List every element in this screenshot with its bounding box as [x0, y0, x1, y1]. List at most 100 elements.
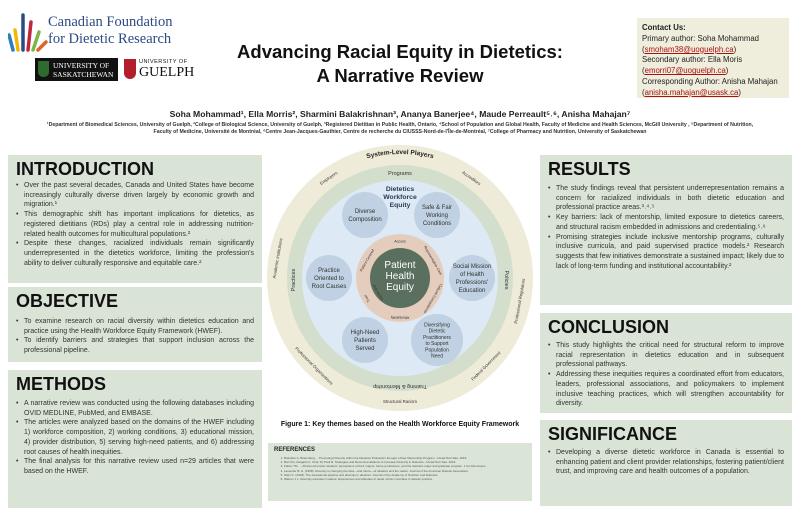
- methods-heading: METHODS: [16, 374, 106, 394]
- theme-circle: [342, 317, 388, 363]
- significance-panel: SIGNIFICANCE Developing a diverse dietet…: [540, 420, 792, 506]
- inner-ring-label: Access: [394, 240, 406, 244]
- cfdr-line1: Canadian Foundation: [48, 14, 173, 30]
- bullet-item: This study highlights the critical need …: [548, 341, 784, 370]
- center-label: Health: [386, 271, 415, 282]
- bullet-item: Promising strategies include inclusive m…: [548, 233, 784, 272]
- green-ring-label: Practices: [291, 268, 297, 291]
- bullet-item: Key barriers: lack of mentorship, limite…: [548, 213, 784, 232]
- theme-label: Safe & Fair: [422, 205, 452, 211]
- reference-item: Burt KG, Delgado K, Chen M, Paul R. Stra…: [284, 460, 526, 464]
- introduction-heading: INTRODUCTION: [16, 159, 154, 179]
- bullet-list: The study findings reveal that persisten…: [548, 184, 784, 271]
- theme-circle: [414, 192, 460, 238]
- bullet-item: The study findings reveal that persisten…: [548, 184, 784, 213]
- objective-panel: OBJECTIVE To examine research on racial …: [8, 287, 262, 362]
- theme-label: Diversifying: [424, 323, 450, 329]
- guelph-logo: UNIVERSITY OF GUELPH: [124, 58, 204, 82]
- workforce-equity-title: Dietetics: [386, 186, 415, 193]
- reference-item: Brandlen A, Bolemberg ... Promoting Dive…: [284, 456, 526, 460]
- theme-label: Social Mission: [453, 264, 491, 270]
- bullet-item: The articles were analyzed based on the …: [16, 418, 254, 457]
- primary-email-link[interactable]: smoham38@uoguelph.ca: [644, 44, 734, 54]
- system-player-label: Structural Racism: [383, 399, 417, 404]
- primary-author: Primary author: Soha Mohammad: [642, 33, 760, 43]
- bullet-list: To examine research on racial diversity …: [16, 317, 254, 356]
- corresponding-email-link[interactable]: anisha.mahajan@usask.ca: [644, 87, 739, 97]
- theme-label: to Support: [425, 341, 449, 347]
- authors: Soha Mohammad¹, Ella Morris², Sharmini B…: [169, 109, 631, 119]
- bullet-item: Despite these changes, racialized indivi…: [16, 239, 254, 268]
- system-player-label: Academic Institutions: [271, 238, 283, 279]
- references-panel: REFERENCES Brandlen A, Bolemberg ... Pro…: [268, 443, 532, 501]
- cfdr-line2: for Dietetic Research: [48, 31, 172, 47]
- theme-label: Education: [459, 288, 486, 294]
- theme-label: Professions': [456, 280, 489, 286]
- theme-label: Dietetic: [429, 329, 446, 335]
- bullet-item: To identify barriers and strategies that…: [16, 336, 254, 355]
- bullet-list: Developing a diverse dietetic workforce …: [548, 448, 784, 477]
- reference-item: Lavender B. H. (1998). Diversity is chan…: [284, 469, 526, 473]
- workforce-equity-title: Workforce: [383, 194, 417, 201]
- green-ring-label: Training & Mentorship: [373, 383, 427, 389]
- guelph-shield-icon: [124, 59, 136, 79]
- theme-circle: [342, 192, 388, 238]
- conclusion-heading: CONCLUSION: [548, 317, 669, 337]
- figure-caption: Figure 1: Key themes based on the Health…: [280, 421, 520, 428]
- methods-panel: METHODS A narrative review was conducted…: [8, 370, 262, 508]
- guelph-line2: GUELPH: [139, 65, 195, 80]
- bullet-list: Over the past several decades, Canada an…: [16, 181, 254, 268]
- results-panel: RESULTS The study findings reveal that p…: [540, 155, 792, 305]
- theme-label: Oriented to: [314, 276, 344, 282]
- poster-title: Advancing Racial Equity in Dietetics: A …: [237, 41, 563, 86]
- green-ring-label: Policies: [503, 271, 509, 290]
- significance-heading: SIGNIFICANCE: [548, 424, 678, 444]
- bullet-item: The final analysis for this narrative re…: [16, 457, 254, 476]
- theme-label: Served: [355, 346, 374, 352]
- references-list: Brandlen A, Bolemberg ... Promoting Dive…: [274, 456, 526, 481]
- objective-heading: OBJECTIVE: [16, 291, 119, 311]
- theme-label: Diverse: [355, 209, 376, 215]
- theme-label: of Health: [460, 272, 484, 278]
- conclusion-panel: CONCLUSION This study highlights the cri…: [540, 313, 792, 413]
- reference-item: Felton TM, ... African-American students…: [284, 464, 526, 468]
- references-heading: REFERENCES: [274, 447, 316, 453]
- theme-label: Practice: [318, 268, 340, 274]
- results-heading: RESULTS: [548, 159, 631, 179]
- secondary-author: Secondary author: Ella Moris: [642, 55, 743, 65]
- patient-health-equity-center: [370, 248, 430, 308]
- center-label: Equity: [386, 282, 414, 293]
- usask-shield-icon: [38, 61, 49, 77]
- bullet-item: This demographic shift has important imp…: [16, 210, 254, 239]
- cfdr-logo-text: Canadian Foundation for Dietetic Researc…: [48, 14, 172, 48]
- secondary-email-link[interactable]: emorri07@uoguelph.ca: [644, 66, 726, 76]
- theme-label: Need: [431, 354, 443, 360]
- bullet-item: Addressing these inequities requires a c…: [548, 370, 784, 409]
- center-label: Patient: [384, 260, 415, 271]
- contact-box: Contact Us: Primary author: Soha Mohamma…: [637, 18, 789, 98]
- theme-label: Conditions: [423, 221, 451, 227]
- bullet-list: This study highlights the critical need …: [548, 341, 784, 409]
- usask-line2: SASKATCHEWAN: [53, 70, 114, 79]
- bullet-item: Developing a diverse dietetic workforce …: [548, 448, 784, 477]
- green-ring-label: Programs: [388, 171, 412, 177]
- theme-label: High-Need: [351, 330, 380, 336]
- theme-label: Composition: [348, 217, 381, 223]
- usask-line1: UNIVERSITY OF: [53, 61, 110, 70]
- theme-label: Working: [426, 213, 448, 219]
- theme-label: Practitioners: [423, 335, 451, 341]
- svg-text:System-Level Players: System-Level Players: [366, 149, 435, 161]
- guelph-line1: UNIVERSITY OF: [139, 59, 188, 65]
- bullet-item: To examine research on racial diversity …: [16, 317, 254, 336]
- inner-ring-label: Trust: [363, 294, 370, 303]
- theme-label: Population: [425, 347, 449, 353]
- usask-logo: UNIVERSITY OF SASKATCHEWAN: [35, 58, 118, 81]
- introduction-panel: INTRODUCTION Over the past several decad…: [8, 155, 262, 283]
- corresponding-author: Corresponding Author: Anisha Mahajan: [642, 76, 778, 86]
- contact-heading: Contact Us:: [642, 23, 686, 32]
- cfdr-logo-mark: [8, 13, 48, 52]
- reference-item: Warren J L. Diversity education matters:…: [284, 477, 526, 481]
- inner-ring-label: Affordability: [390, 316, 409, 320]
- affiliations: ¹Department of Biomedical Sciences, Univ…: [46, 122, 754, 135]
